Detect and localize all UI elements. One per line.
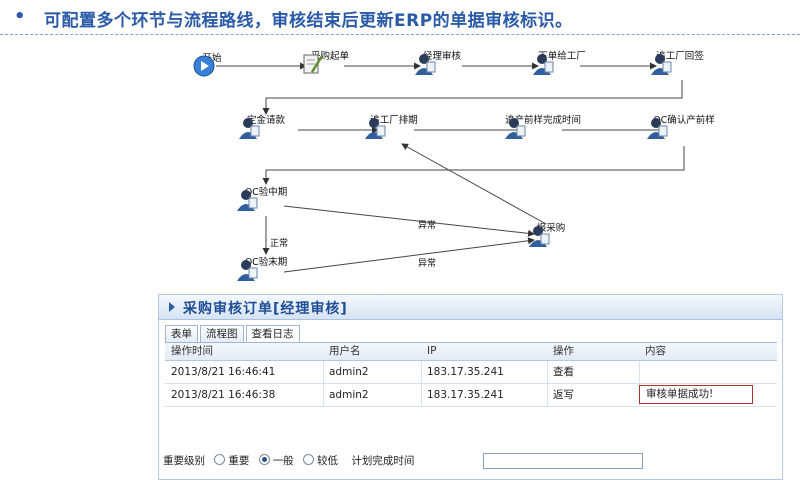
headline: • 可配置多个环节与流程路线，审核结束后更新ERP的单据审核标识。 — [0, 0, 800, 35]
edge-n4-n5 — [262, 80, 683, 115]
cell-divider — [639, 361, 640, 383]
column-header: 用户名 — [329, 345, 361, 357]
cell-time: 2013/8/21 16:46:41 — [171, 366, 276, 378]
node-label: 经理审核 — [422, 51, 461, 62]
tab-flowchart[interactable]: 流程图 — [200, 325, 244, 342]
priority-row: 重要级别 重要 一般 较低 计划完成时间 — [163, 453, 643, 469]
node-n9[interactable]: QC验中期 — [234, 187, 298, 211]
tab-bar: 表单 流程图 查看日志 — [165, 325, 302, 342]
node-label: 追工厂回签 — [656, 51, 704, 62]
node-n7[interactable]: 追产前样完成时间 — [502, 115, 584, 139]
cell-divider — [547, 384, 548, 406]
person-icon — [237, 190, 258, 211]
node-start[interactable]: 开始 — [192, 53, 232, 77]
cell-divider — [323, 361, 324, 383]
workflow-diagram: 开始 采购起单 经理审核 下单给工厂 追工厂回签 定金请款 追工厂排期 追产前样… — [166, 44, 754, 292]
highlighted-content: 审核单据成功! — [639, 385, 753, 404]
document-pen-icon — [303, 54, 324, 74]
person-icon — [651, 54, 672, 75]
deadline-input[interactable] — [483, 453, 643, 469]
panel-header: 采购审核订单[经理审核] — [159, 295, 782, 320]
person-icon — [533, 54, 554, 75]
cell-divider — [323, 384, 324, 406]
cell-content: 审核单据成功! — [646, 388, 714, 400]
node-n2[interactable]: 经理审核 — [412, 51, 472, 75]
cell-ip: 183.17.35.241 — [427, 366, 504, 378]
edge-n10-n6 — [401, 143, 547, 225]
person-icon — [647, 118, 668, 139]
radio-label: 较低 — [317, 455, 339, 467]
edge-label-normal: 正常 — [270, 239, 289, 249]
node-n6[interactable]: 追工厂排期 — [362, 115, 426, 139]
radio-important[interactable] — [214, 454, 226, 465]
node-label: QC确认产前样 — [653, 115, 715, 126]
node-label: 报采购 — [536, 223, 566, 234]
edge-label-abnormal-2: 异常 — [418, 259, 437, 269]
radio-low[interactable] — [303, 454, 315, 465]
column-header: 内容 — [645, 345, 666, 357]
node-label: QC验末期 — [244, 257, 288, 268]
node-label: 追产前样完成时间 — [504, 115, 581, 126]
node-label: 追工厂排期 — [370, 115, 418, 126]
person-icon — [415, 54, 436, 75]
headline-divider — [0, 34, 800, 35]
node-n1[interactable]: 采购起单 — [300, 51, 360, 74]
priority-label: 重要级别 — [163, 455, 205, 467]
node-label: 下单给工厂 — [538, 51, 586, 62]
table-row[interactable]: 2013/8/21 16:46:38 admin2 183.17.35.241 … — [165, 384, 777, 407]
cell-action: 返写 — [553, 389, 574, 401]
audit-panel: 采购审核订单[经理审核] 表单 流程图 查看日志 操作时间 用户名 IP 操作 … — [158, 294, 783, 480]
radio-label: 重要 — [228, 455, 250, 467]
tab-view-log[interactable]: 查看日志 — [245, 325, 300, 342]
person-icon — [365, 118, 386, 139]
cell-divider — [421, 384, 422, 406]
node-n4[interactable]: 追工厂回签 — [648, 51, 712, 75]
node-label: QC验中期 — [244, 187, 288, 198]
cell-action: 查看 — [553, 366, 574, 378]
cell-ip: 183.17.35.241 — [427, 389, 504, 401]
tab-form[interactable]: 表单 — [165, 325, 198, 342]
person-icon — [237, 260, 258, 281]
node-n5[interactable]: 定金请款 — [236, 115, 296, 139]
column-header: 操作 — [553, 345, 574, 357]
node-label: 开始 — [202, 53, 222, 64]
person-icon — [239, 118, 260, 139]
node-label: 定金请款 — [246, 115, 285, 126]
cell-user: admin2 — [329, 366, 369, 378]
person-icon — [505, 118, 526, 139]
cell-content — [645, 361, 773, 383]
cell-divider — [421, 361, 422, 383]
person-icon — [529, 226, 550, 247]
edge-n11-n10 — [283, 237, 535, 273]
node-n11[interactable]: QC验末期 — [234, 257, 298, 281]
cell-time: 2013/8/21 16:46:38 — [171, 389, 276, 401]
table-header: 操作时间 用户名 IP 操作 内容 — [165, 343, 777, 361]
log-table: 操作时间 用户名 IP 操作 内容 2013/8/21 16:46:41 adm… — [165, 342, 777, 407]
node-n3[interactable]: 下单给工厂 — [530, 51, 594, 75]
radio-normal[interactable] — [258, 454, 270, 465]
edge-n8-n9 — [262, 146, 685, 185]
column-header: IP — [427, 345, 437, 357]
panel-title: 采购审核订单[经理审核] — [183, 301, 348, 317]
node-label: 采购起单 — [310, 51, 349, 62]
triangle-right-icon — [169, 302, 175, 312]
node-n8[interactable]: QC确认产前样 — [644, 115, 724, 139]
table-row[interactable]: 2013/8/21 16:46:41 admin2 183.17.35.241 … — [165, 361, 777, 384]
workflow-edges — [216, 62, 685, 273]
column-header: 操作时间 — [171, 345, 213, 357]
cell-divider — [547, 361, 548, 383]
play-icon — [193, 55, 215, 77]
node-n10[interactable]: 报采购 — [526, 223, 576, 247]
bullet: • — [14, 6, 26, 27]
edge-label-abnormal-1: 异常 — [418, 221, 437, 231]
deadline-label: 计划完成时间 — [351, 455, 415, 467]
radio-label: 一般 — [272, 455, 294, 467]
cell-user: admin2 — [329, 389, 369, 401]
headline-text: 可配置多个环节与流程路线，审核结束后更新ERP的单据审核标识。 — [44, 11, 573, 31]
edge-n9-n10 — [283, 205, 535, 237]
